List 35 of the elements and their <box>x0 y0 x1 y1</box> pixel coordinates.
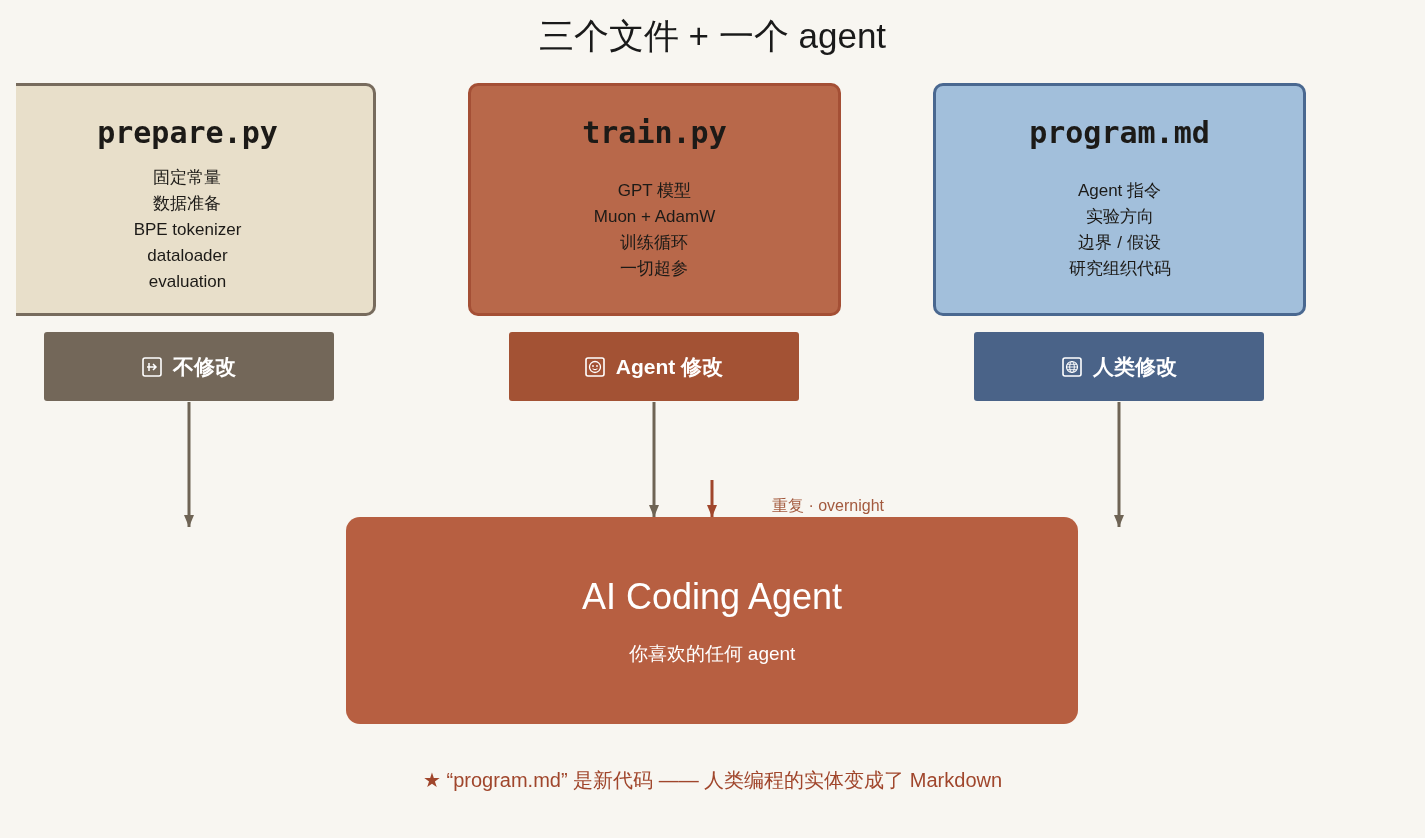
feature-item: 实验方向 <box>1085 206 1154 228</box>
feature-item: 一切超参 <box>620 258 689 280</box>
diagram-title: 三个文件 + 一个 agent <box>538 15 887 57</box>
feature-item: 训练循环 <box>620 232 689 254</box>
arrow <box>707 480 717 517</box>
badge-label: 人类修改 <box>1092 353 1177 380</box>
badge-label: Agent 修改 <box>615 353 724 380</box>
status-badge <box>44 332 334 401</box>
file-name: prepare.py <box>97 115 278 151</box>
feature-item: BPE tokenizer <box>133 219 242 241</box>
feature-item: GPT 模型 <box>617 180 692 202</box>
file-name: train.py <box>582 115 727 151</box>
feature-item: Muon + AdamW <box>593 206 716 228</box>
badge-label: 不修改 <box>173 353 236 380</box>
arrow <box>184 402 194 527</box>
feature-item: dataloader <box>147 245 228 267</box>
agent-subtitle: 你喜欢的任何 agent <box>628 642 796 666</box>
feature-item: 固定常量 <box>153 167 222 189</box>
feature-item: Agent 指令 <box>1077 180 1162 202</box>
arrow <box>649 402 659 517</box>
file-card <box>16 83 376 316</box>
status-badge <box>509 332 799 401</box>
file-card <box>468 83 841 316</box>
edge-label: 重复 · overnight <box>770 496 887 516</box>
file-card <box>933 83 1306 316</box>
file-name: program.md <box>1029 115 1210 151</box>
agent-box <box>346 517 1078 724</box>
feature-item: 边界 / 假设 <box>1078 232 1161 254</box>
feature-item: 研究组织代码 <box>1068 258 1171 280</box>
agent-title: AI Coding Agent <box>581 575 843 619</box>
feature-item: 数据准备 <box>153 193 222 215</box>
feature-item: evaluation <box>148 271 227 293</box>
arrow <box>1114 402 1124 527</box>
status-badge <box>974 332 1264 401</box>
footnote: ★ “program.md” 是新代码 —— 人类编程的实体变成了 Markdown <box>422 768 1003 793</box>
